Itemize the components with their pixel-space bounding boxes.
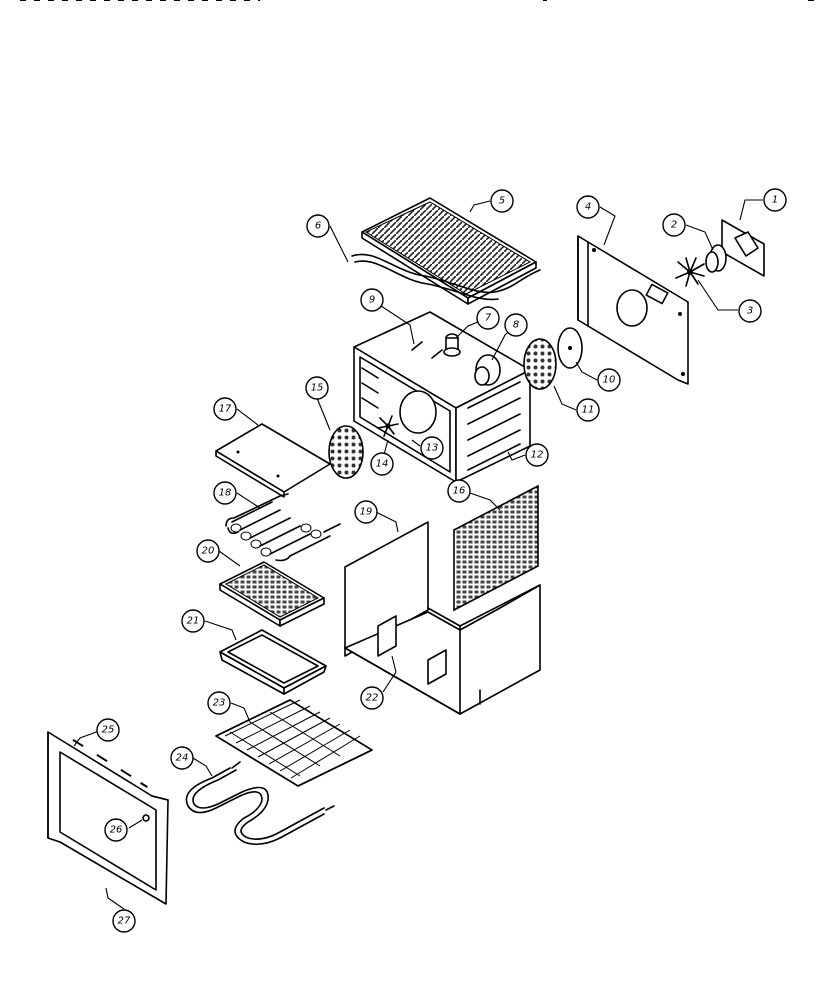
svg-text:11: 11 xyxy=(582,405,595,416)
callout-6: 6 xyxy=(306,214,330,238)
svg-text:1: 1 xyxy=(772,195,778,206)
callout-17: 17 xyxy=(213,397,237,421)
callout-1: 1 xyxy=(763,188,787,212)
part-11-rear-fan-grille xyxy=(523,338,557,390)
callout-25: 25 xyxy=(96,718,120,742)
part-3-fan-blade xyxy=(675,257,705,287)
part-20-broiler-grid xyxy=(219,561,325,627)
callout-9: 9 xyxy=(360,288,384,312)
callout-13: 13 xyxy=(420,436,444,460)
cavity-left-slots xyxy=(361,367,379,409)
svg-text:20: 20 xyxy=(202,546,215,557)
svg-text:12: 12 xyxy=(531,450,544,461)
svg-text:27: 27 xyxy=(118,916,131,927)
part-23-oven-rack xyxy=(215,699,373,787)
callout-23: 23 xyxy=(207,691,231,715)
svg-text:6: 6 xyxy=(315,221,321,232)
callout-22: 22 xyxy=(360,686,384,710)
svg-text:15: 15 xyxy=(311,383,324,394)
svg-text:25: 25 xyxy=(102,725,115,736)
callout-15: 15 xyxy=(305,376,329,400)
part-4-rear-panel xyxy=(577,235,689,385)
callout-27: 27 xyxy=(112,909,136,933)
part-10-fan-cover xyxy=(557,327,583,369)
part-15-baffle xyxy=(328,425,364,479)
part-24-bake-element xyxy=(185,761,335,846)
part-2-motor xyxy=(705,244,727,273)
leader-lines xyxy=(73,199,763,910)
callout-4: 4 xyxy=(576,195,600,219)
svg-text:8: 8 xyxy=(513,320,519,331)
part-1-motor-bracket xyxy=(721,219,765,277)
svg-text:4: 4 xyxy=(585,202,591,213)
svg-text:13: 13 xyxy=(426,443,439,454)
part-26-door-screw xyxy=(142,814,150,822)
svg-text:23: 23 xyxy=(213,698,226,709)
svg-text:7: 7 xyxy=(485,313,492,324)
part-8-oven-lamp xyxy=(474,354,501,386)
svg-text:5: 5 xyxy=(499,196,505,207)
svg-text:2: 2 xyxy=(671,220,677,231)
svg-text:9: 9 xyxy=(369,295,375,306)
svg-text:26: 26 xyxy=(110,825,123,836)
svg-text:18: 18 xyxy=(219,488,232,499)
callout-19: 19 xyxy=(354,500,378,524)
callout-8: 8 xyxy=(504,313,528,337)
callout-2: 2 xyxy=(662,213,686,237)
part-19-outer-wrapper xyxy=(344,521,541,715)
svg-text:16: 16 xyxy=(453,486,466,497)
part-22-bracket xyxy=(377,615,397,657)
svg-text:19: 19 xyxy=(360,507,373,518)
callout-7: 7 xyxy=(476,306,500,330)
callout-3: 3 xyxy=(738,299,762,323)
svg-text:3: 3 xyxy=(747,306,753,317)
svg-text:24: 24 xyxy=(176,753,189,764)
callout-26: 26 xyxy=(104,818,128,842)
callout-11: 11 xyxy=(576,398,600,422)
svg-text:22: 22 xyxy=(366,693,379,704)
callout-24: 24 xyxy=(170,746,194,770)
svg-text:17: 17 xyxy=(219,404,232,415)
callout-18: 18 xyxy=(213,481,237,505)
callout-16: 16 xyxy=(447,479,471,503)
part-7-lamp-socket xyxy=(443,333,461,357)
part-13-fan-opening xyxy=(399,390,437,434)
svg-text:14: 14 xyxy=(376,459,389,470)
part-17-shelf-plate xyxy=(215,423,331,498)
part-5-top-grille xyxy=(361,197,537,305)
callout-21: 21 xyxy=(181,609,205,633)
svg-text:21: 21 xyxy=(187,616,200,627)
part-16-side-insulation xyxy=(453,484,539,612)
part-18-broil-element xyxy=(225,493,341,562)
callout-12: 12 xyxy=(525,443,549,467)
callout-5: 5 xyxy=(490,189,514,213)
svg-text:10: 10 xyxy=(603,375,616,386)
callout-20: 20 xyxy=(196,539,220,563)
callout-14: 14 xyxy=(370,452,394,476)
part-14-convection-fan xyxy=(377,415,399,437)
part-21-broiler-pan xyxy=(219,629,327,695)
part-25-door-inner-panel xyxy=(47,731,169,905)
callout-10: 10 xyxy=(597,368,621,392)
cavity-right-slots xyxy=(467,381,521,471)
part-6-gasket xyxy=(351,253,541,301)
